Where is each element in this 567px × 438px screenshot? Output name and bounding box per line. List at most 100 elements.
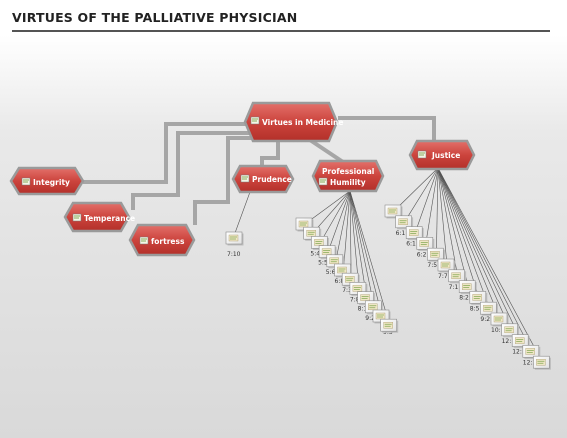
justice-11-leaf-label: 12: [502, 338, 512, 345]
connector-root-fortress [193, 136, 262, 225]
connector-root-integrity [83, 122, 246, 184]
node-humility-label-line1: Professional [322, 167, 374, 176]
leaf-pointer-line [404, 167, 439, 222]
page-title: VIRTUES OF THE PALLIATIVE PHYSICIAN [12, 10, 298, 25]
leaf-pointer-line [343, 190, 351, 271]
note-icon [451, 272, 461, 279]
note-icon [417, 150, 427, 159]
note-icon [240, 174, 250, 183]
leaf-pointer-line [437, 167, 533, 352]
leaf-pointer-line [437, 167, 448, 266]
prudence-leaf[interactable]: 7:10 [225, 231, 244, 258]
note-icon [321, 248, 332, 255]
justice-11-leaf[interactable]: 12: [501, 323, 520, 345]
note-icon [462, 283, 472, 290]
justice-8-leaf-label: 8:5 [470, 305, 480, 312]
justice-3-leaf[interactable]: 6:2 [416, 237, 435, 258]
node-prudence-label: Prudence [252, 175, 292, 184]
justice-0-leaf[interactable] [384, 204, 403, 219]
note-icon [515, 337, 525, 344]
note-icon [352, 285, 363, 292]
justice-13-leaf-label: 12:21 [523, 359, 540, 366]
note-icon [21, 177, 31, 186]
note-icon [409, 229, 419, 236]
justice-14-leaf[interactable] [533, 355, 551, 370]
node-temperance-label: Temperance [84, 214, 135, 223]
node-root[interactable]: Virtues in Medicine [243, 101, 343, 143]
justice-2-leaf[interactable]: 6:1 [405, 226, 424, 248]
justice-7-leaf-label: 8:2 [459, 295, 469, 302]
leaf-pointer-line [437, 167, 501, 320]
justice-9-leaf[interactable]: 9:2 [480, 301, 498, 323]
humility-4-leaf-label: 5:6 [326, 269, 336, 276]
leaf-pages: 7:105:45:55:66:87:37:88:19:29:36:16:16:2… [225, 204, 551, 370]
humility-6-leaf-label: 7:3 [342, 287, 352, 294]
justice-6-leaf-label: 7:1 [449, 284, 459, 291]
justice-3-leaf-label: 6:2 [417, 251, 427, 258]
leaf-pointer-line [349, 190, 352, 280]
leaf-pointer-line [349, 190, 360, 289]
connector-root-justice [338, 116, 436, 142]
note-icon [504, 326, 514, 333]
justice-5-leaf-label: 7:7 [438, 273, 448, 280]
leaf-pointer-line [349, 190, 367, 298]
note-icon [337, 266, 347, 274]
justice-6-leaf[interactable]: 7:1 [448, 269, 467, 291]
note-icon [387, 207, 398, 215]
justice-10-leaf-label: 10: [491, 327, 501, 334]
justice-1-leaf-label: 6:1 [396, 230, 406, 237]
node-justice-label: Justice [431, 151, 460, 160]
leaf-pointer-line [234, 191, 251, 234]
node-integrity-label: Integrity [33, 178, 70, 187]
note-icon [314, 239, 324, 246]
leaf-pointer-line [436, 167, 439, 255]
note-icon [398, 218, 408, 226]
connectors [83, 116, 436, 225]
note-icon [472, 294, 482, 301]
note-icon [139, 236, 149, 245]
node-integrity[interactable]: Integrity [9, 166, 85, 196]
connector-root-prudence [260, 142, 280, 166]
leaf-pointer-line [437, 167, 543, 363]
connector-root-temperance [131, 131, 250, 210]
note-icon [329, 257, 339, 265]
note-icon [368, 303, 378, 310]
leaf-pointer-line [327, 190, 351, 252]
node-fortress-label: fortress [151, 237, 185, 246]
node-humility-label-line2: Humility [330, 178, 366, 187]
leaf-pointer-line [425, 167, 439, 244]
humility-3-leaf-label: 5:5 [318, 260, 328, 267]
justice-1-leaf[interactable]: 6:1 [395, 215, 414, 237]
node-prudence[interactable]: Prudence [231, 164, 295, 194]
note-icon [536, 359, 546, 366]
note-icon [525, 348, 535, 355]
justice-8-leaf[interactable]: 8:5 [469, 291, 488, 312]
leaf-lines [234, 167, 543, 363]
leaf-pointer-line [304, 190, 351, 225]
node-justice[interactable]: Justice [408, 139, 476, 171]
leaf-pointer-line [437, 167, 469, 287]
leaf-pointer-line [437, 167, 490, 309]
connector-root-humility [308, 138, 345, 164]
note-icon [250, 116, 260, 125]
note-icon [345, 276, 355, 283]
note-icon [72, 213, 82, 222]
justice-12-leaf-label: 12: [512, 349, 522, 356]
humility-2-leaf-label: 5:4 [310, 250, 320, 257]
node-root-label: Virtues in Medicine [262, 118, 343, 127]
humility-7-leaf-label: 7:8 [350, 296, 360, 303]
justice-13-leaf[interactable]: 12:21 [522, 345, 541, 366]
note-icon [419, 240, 429, 247]
justice-2-leaf-label: 6:1 [406, 241, 416, 248]
humility-9-leaf-label: 9:2 [365, 315, 375, 322]
humility-11-leaf[interactable] [380, 318, 399, 333]
note-icon [318, 177, 328, 186]
leaf-pointer-line [437, 167, 480, 298]
title-divider [12, 30, 550, 32]
note-icon [483, 305, 493, 312]
node-fortress[interactable]: fortress [128, 223, 196, 257]
node-professional-humility[interactable]: Professional Humility [311, 159, 385, 193]
leaf-pointer-line [349, 190, 375, 307]
leaf-pointer-line [393, 167, 439, 212]
node-temperance[interactable]: Temperance [63, 201, 135, 233]
